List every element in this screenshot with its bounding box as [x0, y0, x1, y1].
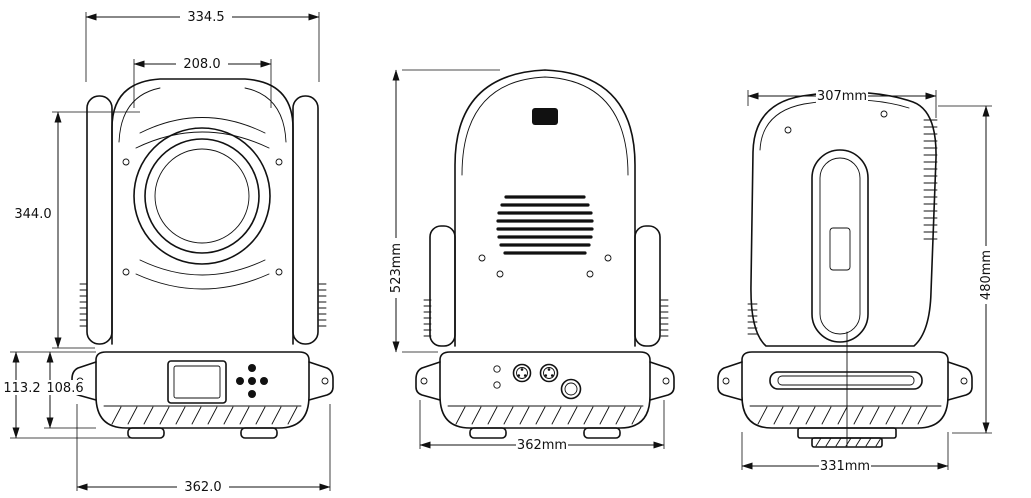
arm-slot	[829, 227, 851, 271]
dim-label-mask	[177, 479, 229, 494]
cooling-fins	[79, 283, 327, 327]
handle-hole-left	[420, 377, 428, 385]
yoke-arm-right	[634, 225, 661, 347]
handle-hole-right	[662, 377, 670, 385]
dim-label-mask	[816, 88, 868, 103]
front-view-alt	[415, 69, 675, 439]
extension-line	[419, 400, 665, 449]
dim-front-lens-width: 208.0	[183, 57, 220, 72]
dim-label-mask	[819, 458, 871, 473]
dim-label-mask	[44, 380, 86, 395]
dim-alt-body-height: 523mm	[389, 243, 404, 293]
yoke-arm-right	[292, 95, 319, 345]
carry-handle	[769, 371, 923, 390]
side-view-dimensions: 307mm 480mm 331mm	[741, 88, 994, 474]
screw	[784, 126, 792, 134]
vent-hatching	[749, 405, 942, 425]
heatsink-fins	[923, 119, 938, 240]
yoke-arm-left	[429, 225, 456, 347]
base-side-handles	[717, 361, 973, 401]
dim-front-overall-width: 334.5	[187, 10, 224, 25]
dim-front-base-height: 108.6	[46, 381, 83, 396]
dim-side-base-depth: 331mm	[820, 459, 870, 474]
dim-side-overall-height: 480mm	[979, 250, 994, 300]
extension-line	[85, 12, 320, 82]
base-outline	[95, 351, 310, 429]
handle-hole-right	[960, 377, 968, 385]
connector-panel	[493, 363, 582, 400]
head-screws	[478, 254, 612, 278]
dim-label-mask	[516, 437, 568, 452]
head-outline	[750, 91, 937, 347]
foot-left	[127, 427, 165, 439]
dim-label-mask	[180, 9, 232, 24]
base-outline	[439, 351, 651, 429]
dim-side-head-depth: 307mm	[817, 89, 867, 104]
dim-front-base-width: 362.0	[184, 480, 221, 495]
yoke-arm-left	[86, 95, 113, 345]
cooling-fins	[747, 303, 758, 335]
side-view	[717, 91, 973, 448]
base-outline	[741, 351, 949, 429]
mounting-bracket-lower	[811, 437, 883, 448]
cooling-fins	[423, 299, 669, 337]
vent-hatching	[103, 405, 302, 425]
handle-hole-right	[321, 377, 329, 385]
extension-line	[76, 404, 331, 491]
head-shoulder-lines	[118, 87, 287, 143]
head-inner-line	[759, 99, 910, 151]
extension-line	[402, 69, 500, 353]
head-outline	[454, 69, 636, 347]
screw	[880, 110, 888, 118]
menu-buttons	[236, 364, 268, 398]
dim-alt-base-width: 362mm	[517, 438, 567, 453]
front-view-alt-dimensions: 523mm 362mm	[389, 69, 665, 453]
handle-hole-left	[722, 377, 730, 385]
foot-right	[240, 427, 278, 439]
base-side-handles	[71, 361, 334, 401]
extension-line	[52, 111, 140, 349]
lens-rings	[133, 127, 271, 265]
carry-handle-inner	[777, 375, 915, 386]
head-inner-line	[461, 76, 629, 176]
yoke-arm-profile	[811, 149, 869, 343]
head-outline	[111, 78, 294, 345]
dim-front-base-total-height: 113.2	[3, 381, 40, 396]
base-side-handles	[415, 361, 675, 401]
dim-label-mask	[11, 206, 55, 221]
foot-right	[583, 427, 621, 439]
front-view	[71, 78, 334, 439]
logo-badge	[532, 108, 558, 125]
front-view-dimensions: 334.5 208.0 344.0 113.2 108.6 362.0	[2, 9, 331, 495]
dim-label-mask	[176, 56, 228, 71]
yoke-arm-inner	[819, 157, 861, 335]
face-panel-curves	[135, 117, 270, 290]
foot-left	[469, 427, 507, 439]
dim-front-head-height: 344.0	[14, 207, 51, 222]
display-screen	[173, 365, 221, 399]
vent-hatching	[447, 405, 644, 425]
head-screws	[122, 158, 283, 276]
bracket-hatching	[815, 437, 882, 447]
vent-grille	[496, 195, 594, 255]
display-bezel	[167, 360, 227, 404]
dim-label-mask	[2, 380, 42, 395]
